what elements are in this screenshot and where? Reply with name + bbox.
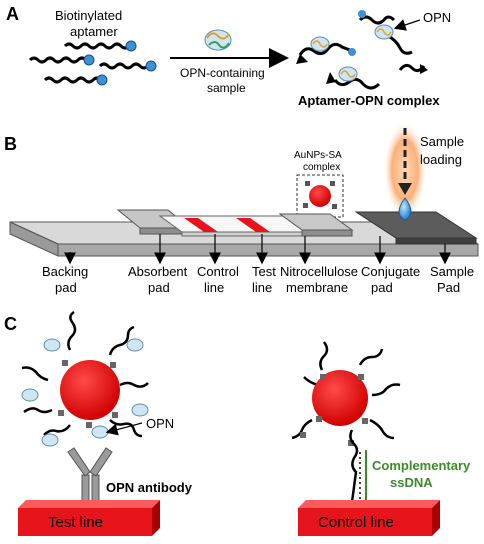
- control-complex: Complementary ssDNA Control line: [291, 341, 471, 536]
- opn-protein-icons: [21, 338, 149, 447]
- biotin-bead: [145, 60, 157, 72]
- gold-nanoparticle: [312, 370, 368, 426]
- aptamer-opn-complexes: [296, 10, 428, 90]
- panel-a: A Biotinylated aptamer OPN-containing sa…: [6, 4, 451, 108]
- strip-label: pad: [371, 280, 393, 295]
- opn-protein-icon: [310, 36, 330, 52]
- ssdna-label-line2: ssDNA: [390, 475, 433, 490]
- arrow-label-line2: sample: [207, 81, 246, 95]
- test-complex: OPN OPN antibody Test line: [18, 310, 193, 536]
- strip-label: membrane: [286, 280, 348, 295]
- free-aptamers: [28, 42, 150, 84]
- strip-label: Nitrocellulose: [280, 264, 358, 279]
- opn-label-a: OPN: [423, 10, 451, 25]
- control-line-label: Control line: [318, 514, 394, 531]
- test-line-block-side: [152, 500, 160, 536]
- control-line-block-top: [298, 500, 440, 508]
- ssdna-label-line1: Complementary: [372, 458, 471, 473]
- test-line-block: [18, 508, 152, 536]
- aptamer-strand: [43, 76, 103, 84]
- opn-antibody: [67, 447, 113, 508]
- strip-label: Backing: [42, 264, 88, 279]
- panel-b-letter: B: [4, 134, 17, 154]
- aptamer-strands: [21, 310, 149, 438]
- test-line-band: [236, 218, 270, 232]
- test-line-label: Test line: [48, 514, 103, 531]
- sample-drop: [398, 197, 412, 221]
- antibody-label: OPN antibody: [106, 480, 193, 495]
- control-line-block-side: [432, 500, 440, 536]
- strip-label-ticks: [64, 234, 451, 265]
- strip-labels: Backing pad Absorbent pad Control line T…: [42, 264, 474, 295]
- strip-label: Absorbent: [128, 264, 188, 279]
- gold-nanoparticle: [309, 185, 331, 207]
- biotin-bead: [83, 54, 95, 66]
- strip-label: Pad: [437, 280, 460, 295]
- control-line-block: [298, 508, 432, 536]
- strip-label: Test: [252, 264, 276, 279]
- aptamer-label-line1: Biotinylated: [55, 8, 122, 23]
- aptamer-label-line2: aptamer: [70, 24, 118, 39]
- bound-aptamer: [349, 429, 359, 503]
- strip-label: Control: [197, 264, 239, 279]
- opn-protein-icon: [338, 66, 358, 82]
- aptamer-strand: [98, 62, 150, 70]
- strip-label: pad: [55, 280, 77, 295]
- strip-label: line: [252, 280, 272, 295]
- streptavidin-marks: [58, 360, 118, 428]
- aptamer-strand: [63, 42, 131, 50]
- lateral-flow-strip: [9, 197, 479, 257]
- streptavidin-marks: [303, 181, 337, 209]
- sample-loading-line2: loading: [420, 152, 462, 167]
- opn-pointer: [393, 19, 421, 31]
- strip-label: Conjugate: [361, 264, 420, 279]
- panel-c-letter: C: [4, 314, 17, 334]
- test-line-block-top: [18, 500, 160, 508]
- opn-label-c: OPN: [146, 416, 174, 431]
- sample-glow: [383, 120, 427, 220]
- arrow-label-line1: OPN-containing: [180, 66, 265, 80]
- sample-loading-line1: Sample: [420, 134, 464, 149]
- aptamer-strand: [28, 56, 88, 64]
- streptavidin-marks: [300, 374, 368, 446]
- gold-nanoparticle: [60, 360, 120, 420]
- control-line-band: [184, 218, 218, 232]
- strip-label: Sample: [430, 264, 474, 279]
- strip-label: pad: [148, 280, 170, 295]
- strip-label: line: [204, 280, 224, 295]
- biotin-beads: [83, 40, 157, 86]
- opn-protein-icon: [374, 24, 394, 40]
- complex-label: Aptamer-OPN complex: [298, 93, 440, 108]
- biotin-bead: [96, 74, 108, 86]
- panel-a-letter: A: [6, 4, 19, 24]
- biotin-bead: [125, 40, 137, 52]
- au-label-line2: complex: [303, 162, 340, 173]
- opn-protein-icon: [204, 29, 232, 51]
- au-label-line1: AuNPs-SA: [294, 150, 342, 161]
- panel-c: C: [4, 310, 471, 536]
- panel-b: B Sample loading AuNPs-SA complex: [4, 120, 479, 295]
- opn-pointer: [105, 422, 143, 436]
